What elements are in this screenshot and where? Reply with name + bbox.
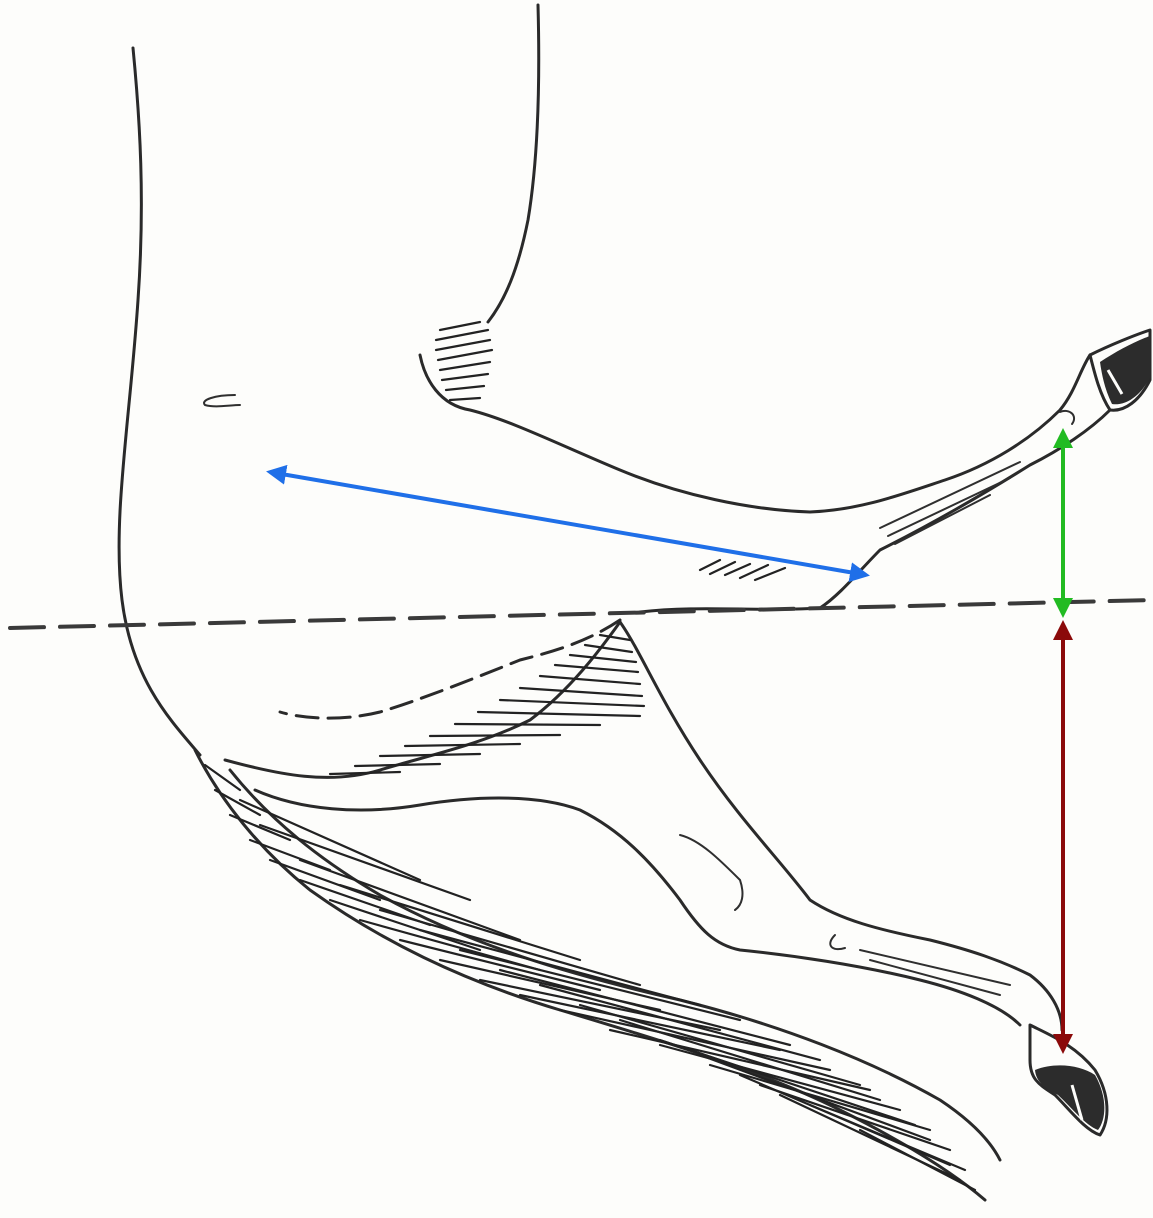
upper-leg-contour (488, 5, 539, 322)
upper-cannon-detail (880, 462, 1020, 544)
gaskin-mark (680, 835, 742, 910)
hip-shadow-shading (330, 635, 644, 774)
lower-hoof-fill (1035, 1065, 1104, 1130)
upper-leg-under-shading (700, 560, 785, 580)
upper-hock-shading (436, 322, 492, 400)
tail-shading (195, 750, 1000, 1200)
horizontal-reference-line (10, 600, 1153, 628)
lower-hock-mark (830, 935, 845, 949)
rump-outline (119, 48, 200, 755)
lower-leg-front-contour (620, 622, 1062, 1030)
upper-fetlock-detail (1060, 411, 1074, 424)
upper-hind-leg-bottom (640, 410, 1110, 612)
thigh-mark (204, 395, 240, 406)
blue-measurement-arrow (270, 472, 866, 575)
